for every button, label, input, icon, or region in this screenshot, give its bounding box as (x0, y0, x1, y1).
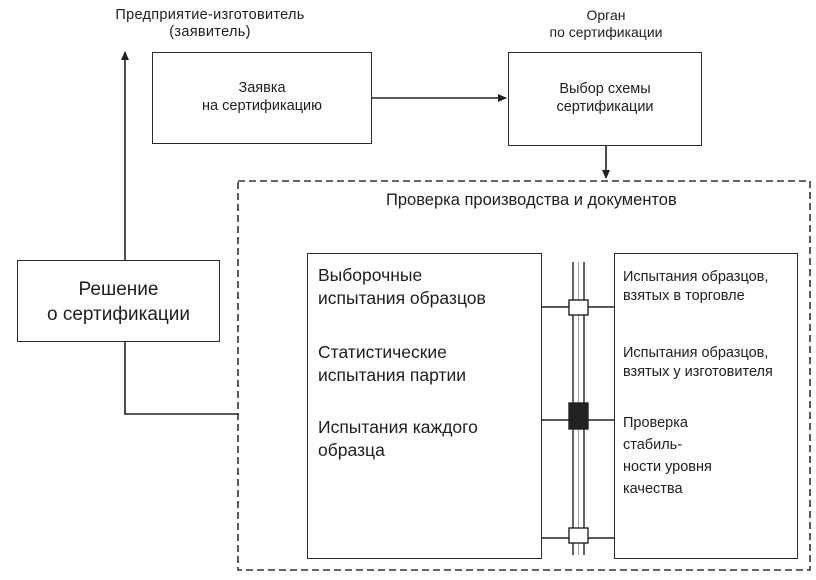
method-item-statistical-line1: Статистические (318, 342, 447, 362)
inspection-title: Проверка производства и документов (386, 191, 677, 209)
scheme-selection-box: Выбор схемы сертификации (508, 52, 702, 146)
certification-body-title-line1: Орган (586, 7, 626, 23)
source-item-manufacturer-line1: Испытания образцов, (623, 345, 769, 361)
inspection-frame (237, 180, 811, 571)
applicant-title: Предприятие-изготовитель (заявитель) (90, 7, 330, 41)
certification-body-title: Орган по сертификации (486, 7, 726, 41)
method-item-statistical-line2: испытания партии (318, 365, 467, 385)
source-item-retail: Испытания образцов, взятых в торговле (623, 268, 797, 306)
decision-box: Решение о сертификации (17, 260, 220, 342)
source-item-stability-line2: стабиль- (623, 437, 683, 453)
source-item-manufacturer-line2: взятых у изготовителя (623, 364, 773, 380)
applicant-title-line2: (заявитель) (169, 24, 251, 40)
applicant-title-line1: Предприятие-изготовитель (115, 7, 305, 23)
scheme-line1: Выбор схемы (559, 81, 651, 97)
scheme-line2: сертификации (556, 99, 654, 115)
junction-node-open-bottom (568, 527, 589, 544)
source-item-stability-line1: Проверка (623, 415, 688, 431)
method-item-each-sample-line1: Испытания каждого (318, 417, 478, 437)
test-sources-box: Испытания образцов, взятых в торговле Ис… (614, 253, 798, 559)
junction-node-filled (568, 402, 589, 430)
application-line1: Заявка (238, 80, 286, 96)
source-item-retail-line2: взятых в торговле (623, 288, 745, 304)
test-methods-box: Выборочные испытания образцов Статистиче… (307, 253, 542, 559)
method-item-sampling: Выборочные испытания образцов (318, 264, 541, 310)
method-item-sampling-line2: испытания образцов (318, 288, 486, 308)
junction-node-open-top (568, 299, 589, 316)
application-line2: на сертификацию (202, 98, 322, 114)
source-item-stability-line3: ности уровня (623, 459, 712, 475)
decision-line2: о сертификации (46, 304, 191, 325)
source-item-stability: Проверка стабиль- ности уровня качества (623, 412, 797, 500)
decision-line1: Решение (78, 279, 159, 300)
application-box: Заявка на сертификацию (152, 52, 372, 144)
line-inspection-to-decision (124, 342, 238, 415)
source-item-manufacturer: Испытания образцов, взятых у изготовител… (623, 344, 797, 382)
source-item-stability-line4: качества (623, 481, 683, 497)
source-item-retail-line1: Испытания образцов, (623, 269, 769, 285)
method-item-each-sample: Испытания каждого образца (318, 416, 541, 462)
method-item-sampling-line1: Выборочные (318, 265, 423, 285)
certification-body-title-line2: по сертификации (549, 24, 663, 40)
method-item-statistical: Статистические испытания партии (318, 341, 541, 387)
method-item-each-sample-line2: образца (318, 440, 385, 460)
